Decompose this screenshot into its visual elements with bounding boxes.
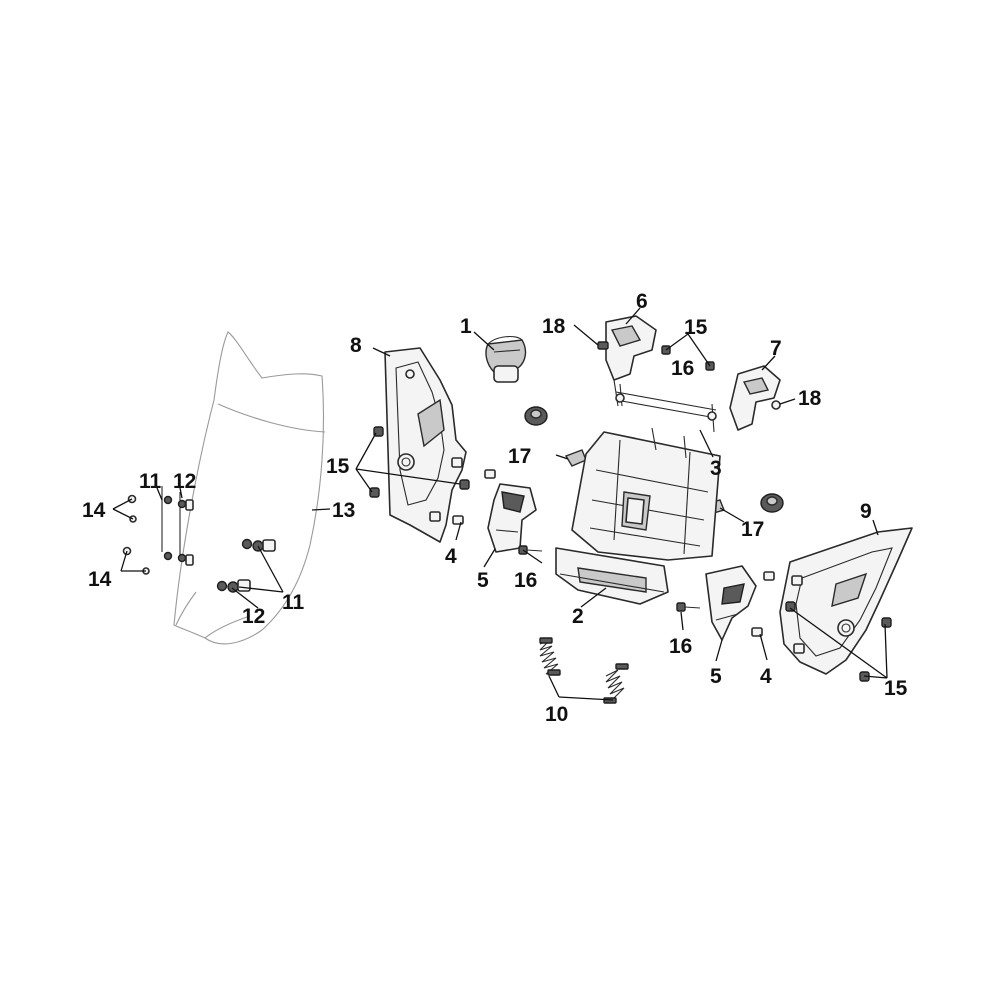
callout-17-left: 17	[508, 445, 531, 468]
callout-4-left: 4	[445, 545, 457, 568]
grommet-15-left	[785, 601, 796, 612]
callout-14-lower: 14	[88, 568, 112, 591]
callout-14-upper: 14	[82, 499, 106, 522]
callout-5-right: 5	[710, 665, 722, 688]
grommet-17-right	[760, 493, 784, 513]
bolt-18-left	[597, 341, 609, 350]
clamp-part-5-right	[705, 565, 757, 641]
callout-1: 1	[460, 315, 472, 338]
callout-16-left: 16	[514, 569, 537, 592]
bolt-18-right	[771, 400, 781, 410]
clip-17-left	[564, 449, 587, 467]
rod-assembly-part-3	[615, 383, 717, 433]
windshield-part-13	[173, 331, 326, 645]
callout-5-left: 5	[477, 569, 489, 592]
spacers-4-left	[452, 469, 496, 525]
callout-11-right: 11	[282, 591, 305, 614]
callout-2: 2	[572, 605, 584, 628]
nut-12-lower	[227, 581, 239, 593]
callout-16-top: 16	[671, 357, 694, 380]
spring-part-10-right	[603, 663, 629, 704]
bracket-part-7	[729, 365, 781, 431]
rubber-damper-part-1	[485, 335, 527, 383]
callout-7: 7	[770, 337, 782, 360]
callout-17-right: 17	[741, 518, 764, 541]
grommet-15-bottom	[369, 487, 380, 498]
windshield-fasteners	[216, 538, 276, 593]
clamp-part-5-left	[487, 483, 537, 553]
callout-3: 3	[710, 457, 722, 480]
callout-16-right: 16	[669, 635, 692, 658]
right-side-cover-part-9	[779, 527, 913, 675]
callout-12-bottom: 12	[242, 605, 265, 628]
callout-9: 9	[860, 500, 872, 523]
left-side-cover-part-8	[384, 347, 467, 543]
callout-6: 6	[636, 290, 648, 313]
grommet-15-right	[459, 479, 470, 490]
washer-11-upper	[241, 538, 253, 550]
bracket-part-6	[605, 315, 657, 407]
leader-lines	[112, 307, 888, 701]
callout-11-left: 11	[139, 470, 162, 493]
callout-12-top: 12	[173, 470, 196, 493]
left-fastener-column	[122, 486, 194, 575]
callout-15-right: 15	[884, 677, 908, 700]
callout-8: 8	[350, 334, 362, 357]
bolts-18	[597, 341, 781, 410]
callout-15-top: 15	[684, 316, 708, 339]
spacers-4-right	[751, 571, 775, 637]
callout-18-right: 18	[798, 387, 822, 410]
callout-4-right: 4	[760, 665, 772, 688]
washer-11-lower	[216, 580, 228, 592]
left-cover-rubber-grommets	[369, 426, 470, 498]
main-frame-part-2	[571, 427, 721, 561]
callout-15-left: 15	[326, 455, 350, 478]
grommet-17-left	[524, 406, 548, 426]
spring-part-10-left	[539, 637, 561, 676]
frame-lower-plate	[555, 547, 669, 605]
bolt-16-right	[676, 602, 701, 612]
bolt-16-left	[518, 545, 543, 555]
callout-13: 13	[332, 499, 355, 522]
callout-labels: 1 2 3 4 4 5 5 6 7 8 9 10 11 11 12 12 13 …	[82, 290, 908, 726]
callout-10: 10	[545, 703, 568, 726]
grommet-15-upper	[881, 617, 892, 628]
callout-18-left: 18	[542, 315, 566, 338]
